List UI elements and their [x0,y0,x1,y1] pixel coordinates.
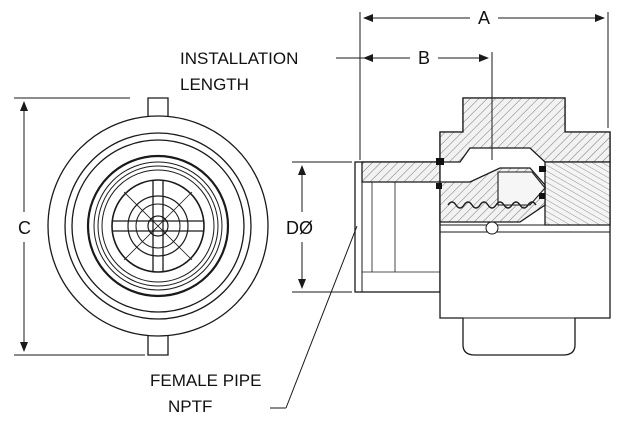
section-view [354,97,611,356]
dimension-b-label: B [418,48,430,68]
front-view [47,97,269,356]
dimension-d [292,161,352,293]
dimension-d-label: DØ [286,218,313,238]
dimension-c-label: C [18,218,31,238]
dimension-a [359,12,609,160]
installation-length-label-line1: INSTALLATION [180,49,298,68]
female-pipe-label-line2: NPTF [168,397,212,416]
female-pipe-label-line1: FEMALE PIPE [150,371,261,390]
dimension-c [14,97,145,356]
dimension-b [336,52,493,160]
dimension-a-label: A [478,8,490,28]
female-pipe-leader [270,225,358,409]
installation-length-label-line2: LENGTH [180,75,249,94]
